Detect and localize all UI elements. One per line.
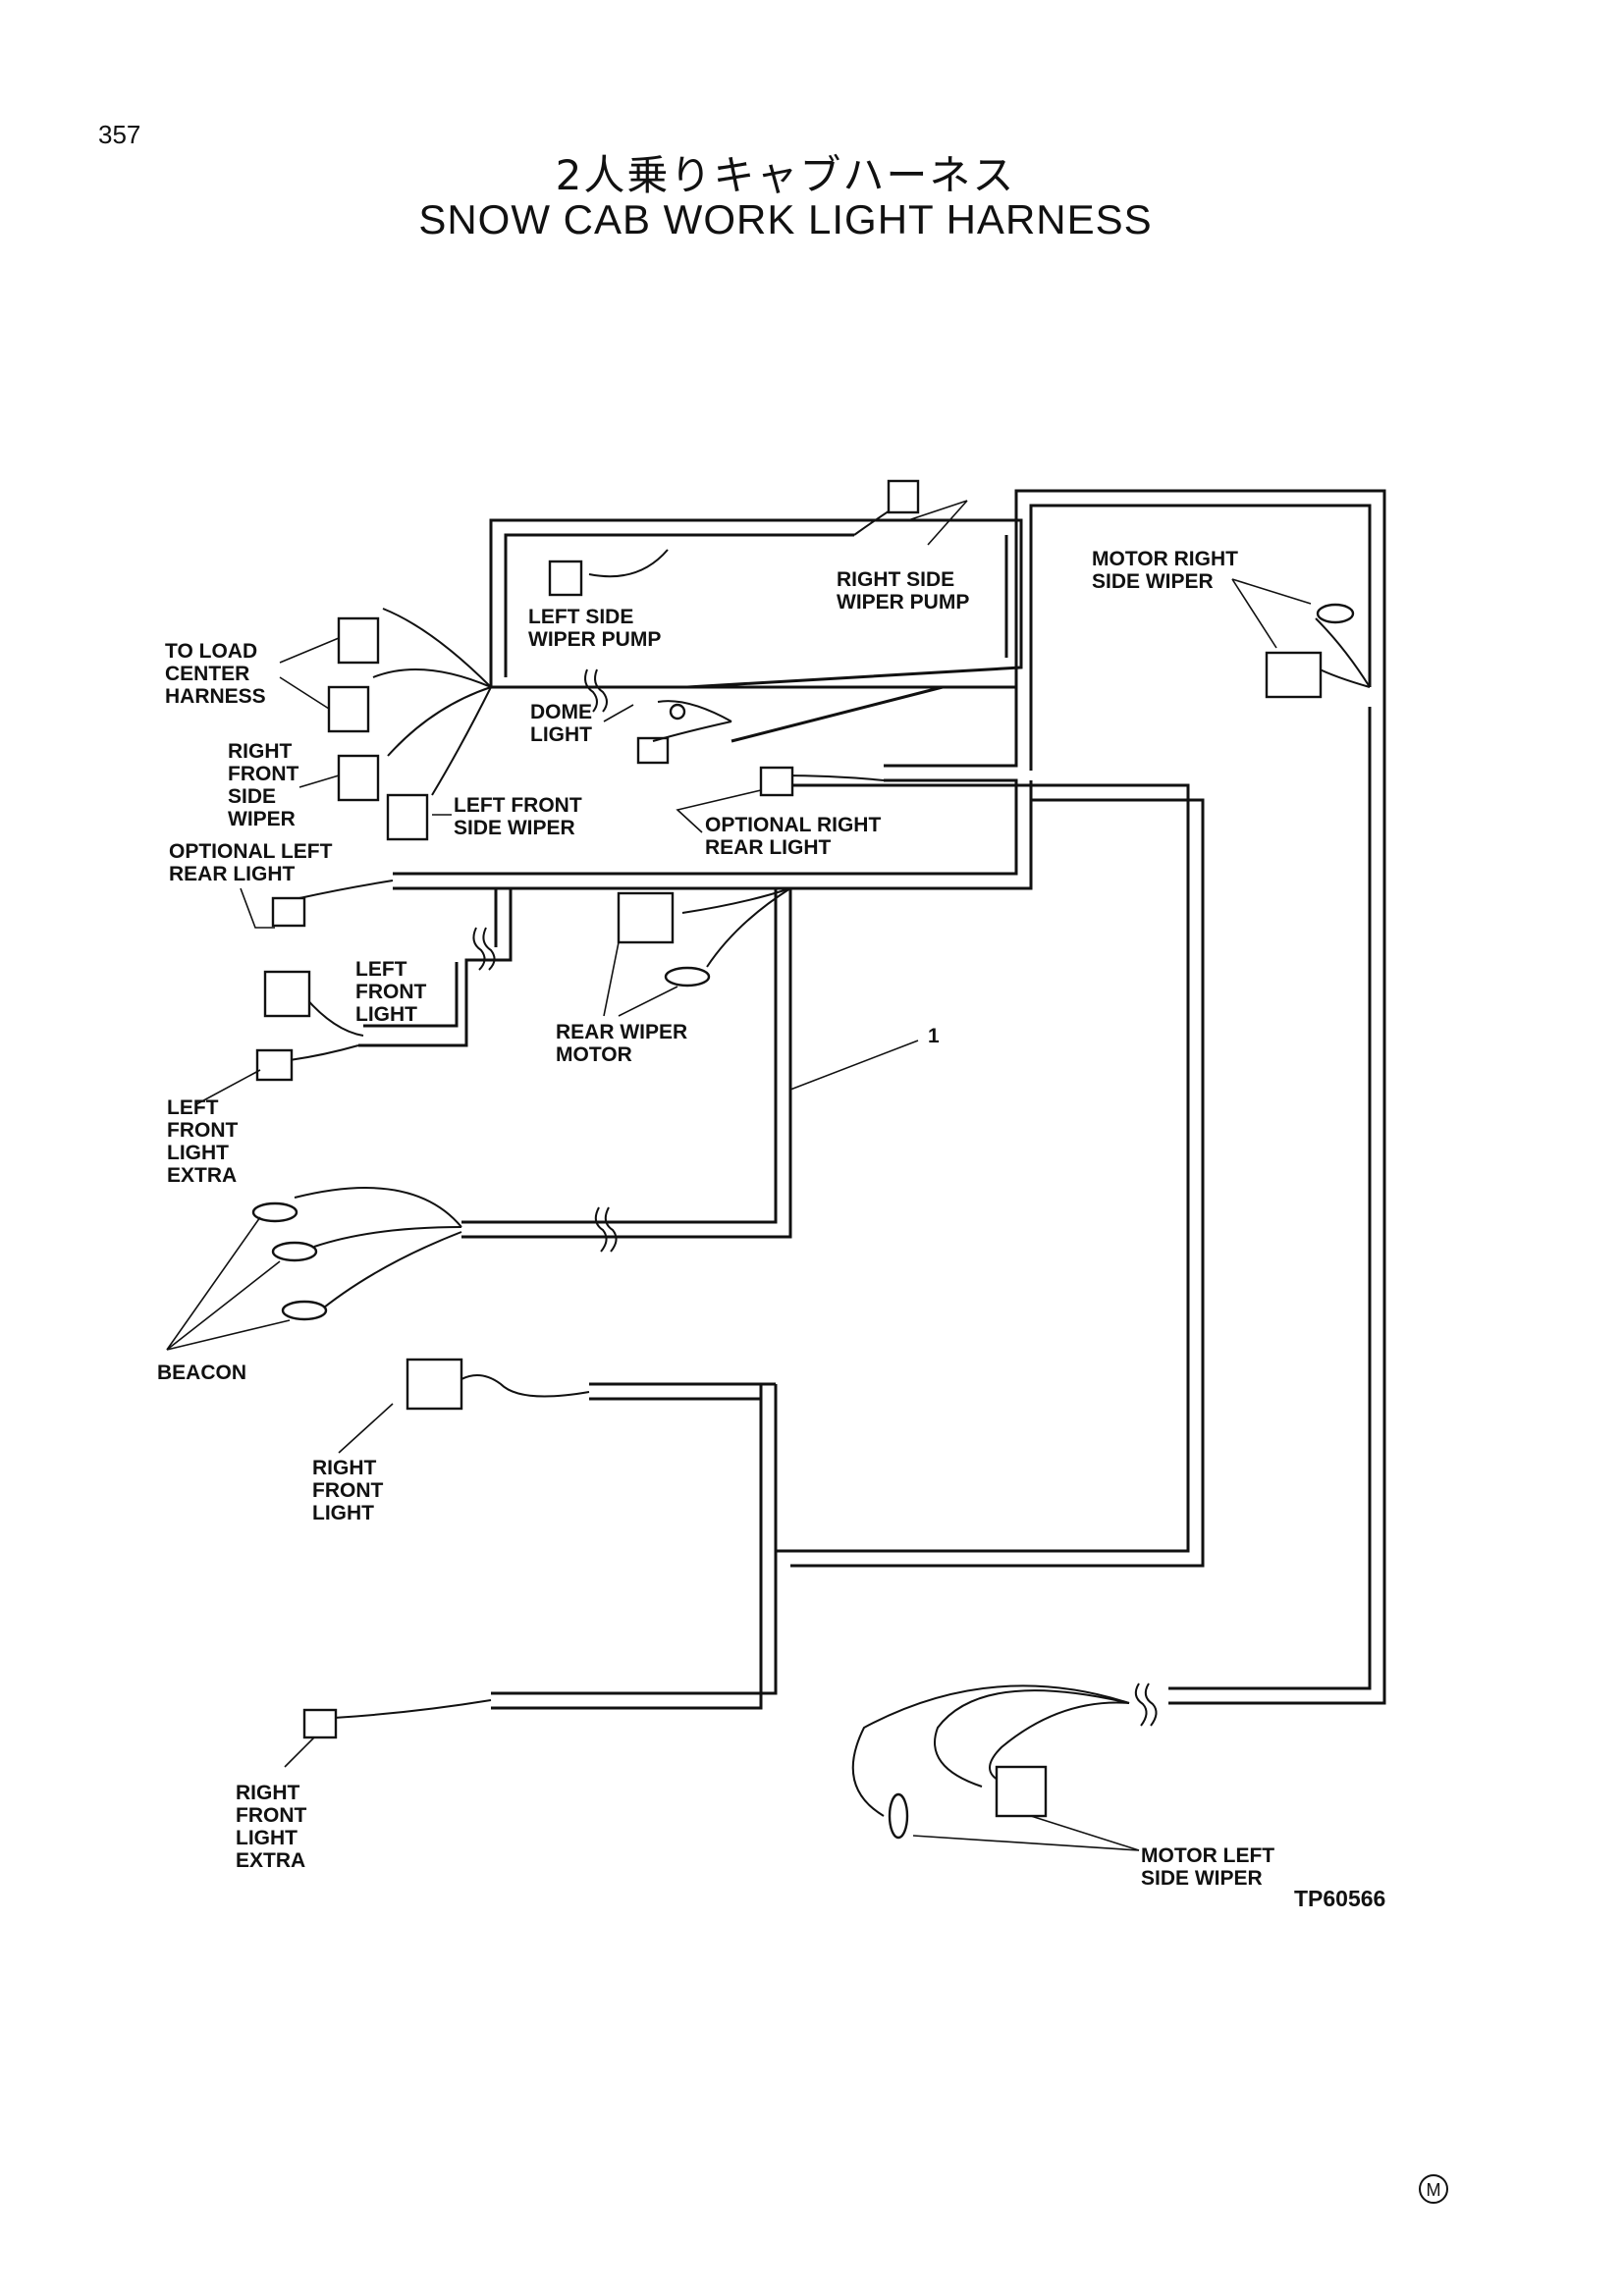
label-item-1: 1	[928, 1025, 940, 1047]
svg-text:REAR LIGHT: REAR LIGHT	[705, 836, 832, 859]
svg-text:MOTOR RIGHT: MOTOR RIGHT	[1092, 548, 1238, 570]
harness-trunk	[358, 489, 1386, 1727]
svg-text:LIGHT: LIGHT	[312, 1502, 374, 1524]
optional-rear-light-connectors	[240, 766, 885, 929]
connector-motor-right-side-wiper	[1265, 651, 1323, 699]
connector-right-side-wiper-pump	[887, 479, 920, 514]
label-beacon: BEACON	[157, 1362, 246, 1384]
connector-dome-light	[636, 736, 670, 765]
connector-right-front-side-wiper	[337, 754, 380, 802]
beacon-connectors	[166, 1187, 462, 1351]
motor-right-side-wiper-connectors	[1231, 578, 1371, 699]
label-motor-right-side-wiper: MOTOR RIGHT SIDE WIPER	[1092, 548, 1238, 593]
m-mark-letter: M	[1427, 2180, 1441, 2200]
svg-text:REAR WIPER: REAR WIPER	[556, 1021, 687, 1043]
svg-text:LIGHT: LIGHT	[355, 1003, 417, 1026]
label-left-front-light: LEFT FRONT LIGHT	[355, 958, 426, 1026]
svg-text:SIDE WIPER: SIDE WIPER	[1141, 1867, 1263, 1890]
label-optional-left-rear-light: OPTIONAL LEFT REAR LIGHT	[169, 840, 333, 885]
item-1-callout-line	[789, 1040, 919, 1091]
svg-text:RIGHT SIDE: RIGHT SIDE	[837, 568, 954, 591]
svg-text:FRONT: FRONT	[355, 981, 426, 1003]
svg-text:LEFT SIDE: LEFT SIDE	[528, 606, 633, 628]
svg-text:TO LOAD: TO LOAD	[165, 640, 257, 663]
page-number: 357	[98, 120, 141, 149]
motor-left-side-wiper-connectors	[851, 1684, 1140, 1851]
label-left-front-side-wiper: LEFT FRONT SIDE WIPER	[454, 794, 582, 839]
label-rear-wiper-motor: REAR WIPER MOTOR	[556, 1021, 687, 1066]
label-right-front-light-extra: RIGHT FRONT LIGHT EXTRA	[236, 1782, 306, 1872]
svg-text:FRONT: FRONT	[228, 763, 298, 785]
left-front-light-connectors	[195, 970, 364, 1105]
label-right-front-light: RIGHT FRONT LIGHT	[312, 1457, 383, 1524]
svg-text:RIGHT: RIGHT	[228, 740, 293, 763]
svg-text:OPTIONAL RIGHT: OPTIONAL RIGHT	[705, 814, 881, 836]
connector-left-side-wiper-pump	[548, 560, 583, 597]
title-english: SNOW CAB WORK LIGHT HARNESS	[418, 196, 1153, 242]
svg-text:LIGHT: LIGHT	[236, 1827, 298, 1849]
dome-light-connector	[603, 700, 732, 765]
connector-load-center-2	[327, 685, 370, 733]
svg-text:MOTOR: MOTOR	[556, 1043, 632, 1066]
svg-text:WIPER PUMP: WIPER PUMP	[528, 628, 661, 651]
connector-motor-left-side-wiper	[995, 1765, 1048, 1818]
svg-text:FRONT: FRONT	[236, 1804, 306, 1827]
label-right-front-side-wiper: RIGHT FRONT SIDE WIPER	[228, 740, 298, 830]
svg-text:RIGHT: RIGHT	[236, 1782, 300, 1804]
svg-text:LIGHT: LIGHT	[167, 1142, 229, 1164]
svg-text:LIGHT: LIGHT	[530, 723, 592, 746]
label-right-side-wiper-pump: RIGHT SIDE WIPER PUMP	[837, 568, 969, 614]
connector-right-front-light	[406, 1358, 463, 1411]
label-to-load-center-harness: TO LOAD CENTER HARNESS	[165, 640, 266, 708]
svg-text:LEFT: LEFT	[167, 1096, 219, 1119]
svg-text:SIDE: SIDE	[228, 785, 276, 808]
rear-wiper-motor-connectors	[603, 887, 791, 1017]
svg-text:SIDE WIPER: SIDE WIPER	[1092, 570, 1214, 593]
svg-text:EXTRA: EXTRA	[167, 1164, 237, 1187]
connector-rear-wiper-motor-2	[664, 966, 711, 988]
label-left-side-wiper-pump: LEFT SIDE WIPER PUMP	[528, 606, 661, 651]
connector-left-front-light-extra	[255, 1048, 294, 1082]
svg-text:HARNESS: HARNESS	[165, 685, 266, 708]
svg-text:REAR LIGHT: REAR LIGHT	[169, 863, 296, 885]
right-front-light-connectors	[284, 1358, 590, 1768]
connector-optional-right-rear-light	[759, 766, 794, 797]
connector-rear-wiper-motor-1	[617, 891, 675, 944]
connector-left-front-side-wiper	[386, 793, 429, 841]
svg-text:LEFT: LEFT	[355, 958, 407, 981]
connector-motor-left-side-wiper-2	[888, 1792, 909, 1840]
svg-text:WIPER PUMP: WIPER PUMP	[837, 591, 969, 614]
title-japanese: 2人乗りキャブハーネス	[555, 151, 1016, 199]
figure-id: TP60566	[1294, 1886, 1385, 1911]
wiper-pump-connectors	[548, 479, 968, 597]
svg-text:EXTRA: EXTRA	[236, 1849, 305, 1872]
svg-text:FRONT: FRONT	[167, 1119, 238, 1142]
svg-text:OPTIONAL LEFT: OPTIONAL LEFT	[169, 840, 333, 863]
svg-text:FRONT: FRONT	[312, 1479, 383, 1502]
connector-load-center-1	[337, 616, 380, 665]
label-motor-left-side-wiper: MOTOR LEFT SIDE WIPER	[1141, 1844, 1274, 1890]
svg-text:CENTER: CENTER	[165, 663, 249, 685]
connector-optional-left-rear-light	[271, 896, 306, 928]
svg-text:MOTOR LEFT: MOTOR LEFT	[1141, 1844, 1274, 1867]
connector-right-front-light-extra	[302, 1708, 338, 1739]
svg-text:RIGHT: RIGHT	[312, 1457, 377, 1479]
connector-left-front-light	[263, 970, 311, 1018]
svg-text:DOME: DOME	[530, 701, 592, 723]
svg-text:LEFT FRONT: LEFT FRONT	[454, 794, 582, 817]
to-load-center-connectors	[279, 608, 492, 841]
label-dome-light: DOME LIGHT	[530, 701, 592, 746]
m-mark-icon: M	[1419, 2174, 1448, 2204]
svg-text:SIDE WIPER: SIDE WIPER	[454, 817, 575, 839]
svg-text:WIPER: WIPER	[228, 808, 296, 830]
label-left-front-light-extra: LEFT FRONT LIGHT EXTRA	[167, 1096, 238, 1187]
label-optional-right-rear-light: OPTIONAL RIGHT REAR LIGHT	[705, 814, 881, 859]
